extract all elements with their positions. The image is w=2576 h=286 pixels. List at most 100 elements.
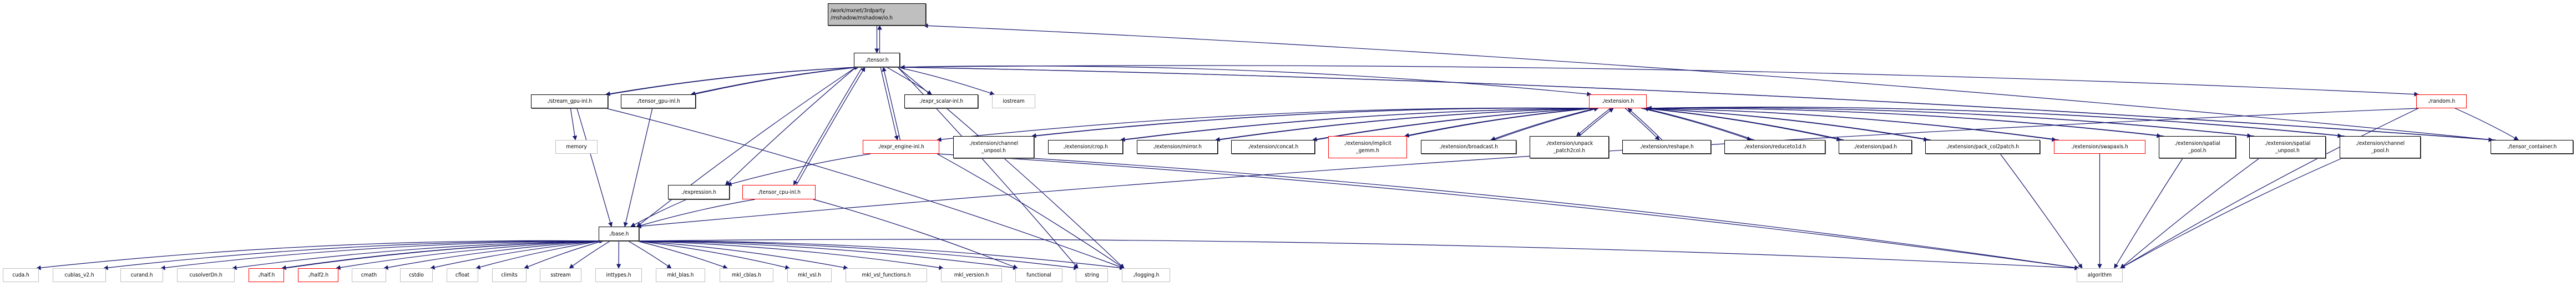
edge-base-to-curand bbox=[160, 240, 601, 270]
node-concat[interactable]: ./extension/concat.h bbox=[1231, 140, 1315, 154]
edge-tensor-to-stream_gpu bbox=[605, 67, 857, 96]
edge-tensor-to-logging bbox=[897, 67, 1125, 269]
node-mkl-version[interactable]: mkl_version.h bbox=[941, 268, 1002, 282]
node-tensor-cpu[interactable]: ./tensor_cpu-inl.h bbox=[742, 185, 816, 199]
edge-extension-to-unpack_patch2col bbox=[1576, 108, 1611, 137]
edge-expr_engine-to-tensor bbox=[882, 67, 901, 141]
edge-spatial_unpool-to-algorithm bbox=[2120, 158, 2260, 269]
node-reshape[interactable]: ./extension/reshape.h bbox=[1622, 140, 1711, 154]
edge-broadcast-to-extension bbox=[1494, 107, 1599, 141]
node-tensor-gpu[interactable]: ./tensor_gpu-inl.h bbox=[621, 94, 696, 108]
edge-pack_col2patch-to-extension bbox=[1647, 106, 1931, 141]
edge-base-to-logging bbox=[636, 240, 1125, 270]
edge-base-to-algorithm bbox=[636, 239, 2079, 270]
edge-extension-to-spatial_unpool bbox=[1644, 107, 2252, 138]
node-unpack-patch2col[interactable]: ./extension/unpack _patch2col.h bbox=[1530, 136, 1609, 158]
node-pad[interactable]: ./extension/pad.h bbox=[1839, 140, 1912, 154]
edge-tensor_gpu-to-base bbox=[623, 108, 653, 227]
node-mkl-cblas[interactable]: mkl_cblas.h bbox=[720, 268, 773, 282]
node-tensor-container[interactable]: ./tensor_container.h bbox=[2491, 140, 2573, 154]
node-expression[interactable]: ./expression.h bbox=[668, 185, 730, 199]
edge-tensor_cpu-to-tensor bbox=[796, 67, 866, 185]
node-half2[interactable]: ./half2.h bbox=[298, 268, 338, 282]
node-string[interactable]: string bbox=[1076, 268, 1108, 282]
edge-tensor-to-string bbox=[897, 67, 1079, 269]
node-spatial-pool[interactable]: ./extension/spatial _pool.h bbox=[2159, 136, 2236, 158]
node-extension[interactable]: ./extension.h bbox=[1589, 94, 1647, 108]
edge-expr_engine-to-algorithm bbox=[937, 153, 2079, 270]
edge-extension-to-swapaxis bbox=[1644, 108, 2057, 142]
edge-extension-to-pad bbox=[1644, 108, 1841, 142]
edge-unpack_patch2col-to-extension bbox=[1579, 108, 1614, 137]
edge-spatial_pool-to-extension bbox=[1647, 106, 2164, 137]
node-cmath[interactable]: cmath bbox=[352, 268, 386, 282]
edge-expr_engine-to-expression bbox=[727, 153, 871, 187]
edge-tensor-to-tensor_gpu bbox=[690, 67, 857, 96]
node-broadcast[interactable]: ./extension/broadcast.h bbox=[1421, 140, 1516, 154]
edge-base-to-mkl_vsl_functions bbox=[636, 240, 848, 270]
edge-channel_pool-to-algorithm bbox=[2120, 158, 2342, 269]
node-tensor[interactable]: ./tensor.h bbox=[854, 53, 900, 67]
edge-extension-to-broadcast bbox=[1490, 108, 1596, 141]
edge-expr_engine-to-logging bbox=[937, 153, 1125, 269]
edge-base-to-functional bbox=[636, 240, 1018, 270]
edge-tensor_container-to-tensor bbox=[900, 64, 2496, 141]
edge-pad-to-extension bbox=[1647, 106, 1844, 141]
edge-base-to-mkl_version bbox=[636, 240, 944, 270]
node-expr-scalar[interactable]: ./expr_scalar-inl.h bbox=[904, 94, 978, 108]
node-climits[interactable]: climits bbox=[492, 268, 527, 282]
edge-channel_pool-to-extension bbox=[1647, 106, 2345, 137]
edge-base-to-mkl_cblas bbox=[636, 240, 728, 269]
edge-tensor_cpu-to-base bbox=[636, 199, 755, 228]
node-io[interactable]: /work/mxnet/3rdparty /mshadow/mshadow/io… bbox=[828, 3, 926, 26]
node-reduceto1d[interactable]: ./extension/reduceto1d.h bbox=[1724, 140, 1825, 154]
node-functional[interactable]: functional bbox=[1015, 268, 1062, 282]
node-curand[interactable]: curand.h bbox=[120, 268, 163, 282]
node-mkl-vsl[interactable]: mkl_vsl.h bbox=[787, 268, 832, 282]
edge-base-to-mkl_blas bbox=[627, 240, 672, 269]
edge-stream_gpu-to-base bbox=[576, 108, 613, 227]
edge-tensor-to-tensor_container bbox=[897, 67, 2493, 142]
node-stream-gpu[interactable]: ./stream_gpu-inl.h bbox=[531, 94, 608, 108]
edge-tensor_cpu-to-functional bbox=[813, 199, 1018, 269]
node-cstdio[interactable]: cstdio bbox=[400, 268, 433, 282]
edge-base-to-cmath bbox=[383, 240, 601, 270]
edge-base-to-half2 bbox=[336, 240, 601, 270]
node-channel-unpool[interactable]: ./extension/channel _unpool.h bbox=[953, 136, 1034, 158]
node-cfloat[interactable]: cfloat bbox=[447, 268, 478, 282]
node-sstream[interactable]: sstream bbox=[540, 268, 581, 282]
node-mirror[interactable]: ./extension/mirror.h bbox=[1137, 140, 1218, 154]
edge-random-to-algorithm bbox=[2120, 108, 2419, 269]
edge-tensor-to-tensor_cpu bbox=[793, 67, 863, 185]
node-pack-col2patch[interactable]: ./extension/pack_col2patch.h bbox=[1925, 140, 2040, 154]
edge-extension-to-reshape bbox=[1624, 108, 1660, 141]
node-random[interactable]: ./random.h bbox=[2416, 94, 2467, 108]
node-mkl-vsl-functions[interactable]: mkl_vsl_functions.h bbox=[846, 268, 927, 282]
node-swapaxis[interactable]: ./extension/swapaxis.h bbox=[2054, 140, 2145, 154]
edge-reduceto1d-to-extension bbox=[1643, 107, 1754, 141]
node-implicit-gemm[interactable]: ./extension/implicit _gemm.h bbox=[1328, 136, 1407, 158]
edge-spatial_unpool-to-extension bbox=[1647, 106, 2255, 137]
node-cuda[interactable]: cuda.h bbox=[3, 268, 39, 282]
edge-stream_gpu-to-memory bbox=[570, 108, 578, 141]
node-logging[interactable]: ./logging.h bbox=[1122, 268, 1170, 282]
edge-base-to-cstdio bbox=[430, 240, 601, 270]
edge-random-to-base bbox=[636, 108, 2419, 229]
node-half[interactable]: ./half.h bbox=[249, 268, 284, 282]
node-channel-pool[interactable]: ./extension/channel _pool.h bbox=[2340, 136, 2421, 158]
edge-base-to-climits bbox=[524, 240, 603, 269]
node-cublas[interactable]: cublas_v2.h bbox=[53, 268, 106, 282]
edge-tensor-to-iostream bbox=[897, 67, 995, 96]
edge-pack_col2patch-to-algorithm bbox=[2000, 153, 2083, 269]
node-memory[interactable]: memory bbox=[555, 140, 598, 154]
node-algorithm[interactable]: algorithm bbox=[2077, 268, 2123, 282]
node-base[interactable]: ./base.h bbox=[599, 227, 639, 241]
node-crop[interactable]: ./extension/crop.h bbox=[1048, 140, 1123, 154]
node-spatial-unpool[interactable]: ./extension/spatial _unpool.h bbox=[2249, 136, 2326, 158]
node-mkl-blas[interactable]: mkl_blas.h bbox=[656, 268, 705, 282]
node-inttypes[interactable]: inttypes.h bbox=[595, 268, 642, 282]
node-cusolver[interactable]: cusolverDn.h bbox=[177, 268, 235, 282]
node-iostream[interactable]: iostream bbox=[992, 94, 1035, 108]
edge-tensor-to-random bbox=[897, 65, 2419, 97]
node-expr-engine[interactable]: ./expr_engine-inl.h bbox=[863, 140, 939, 154]
